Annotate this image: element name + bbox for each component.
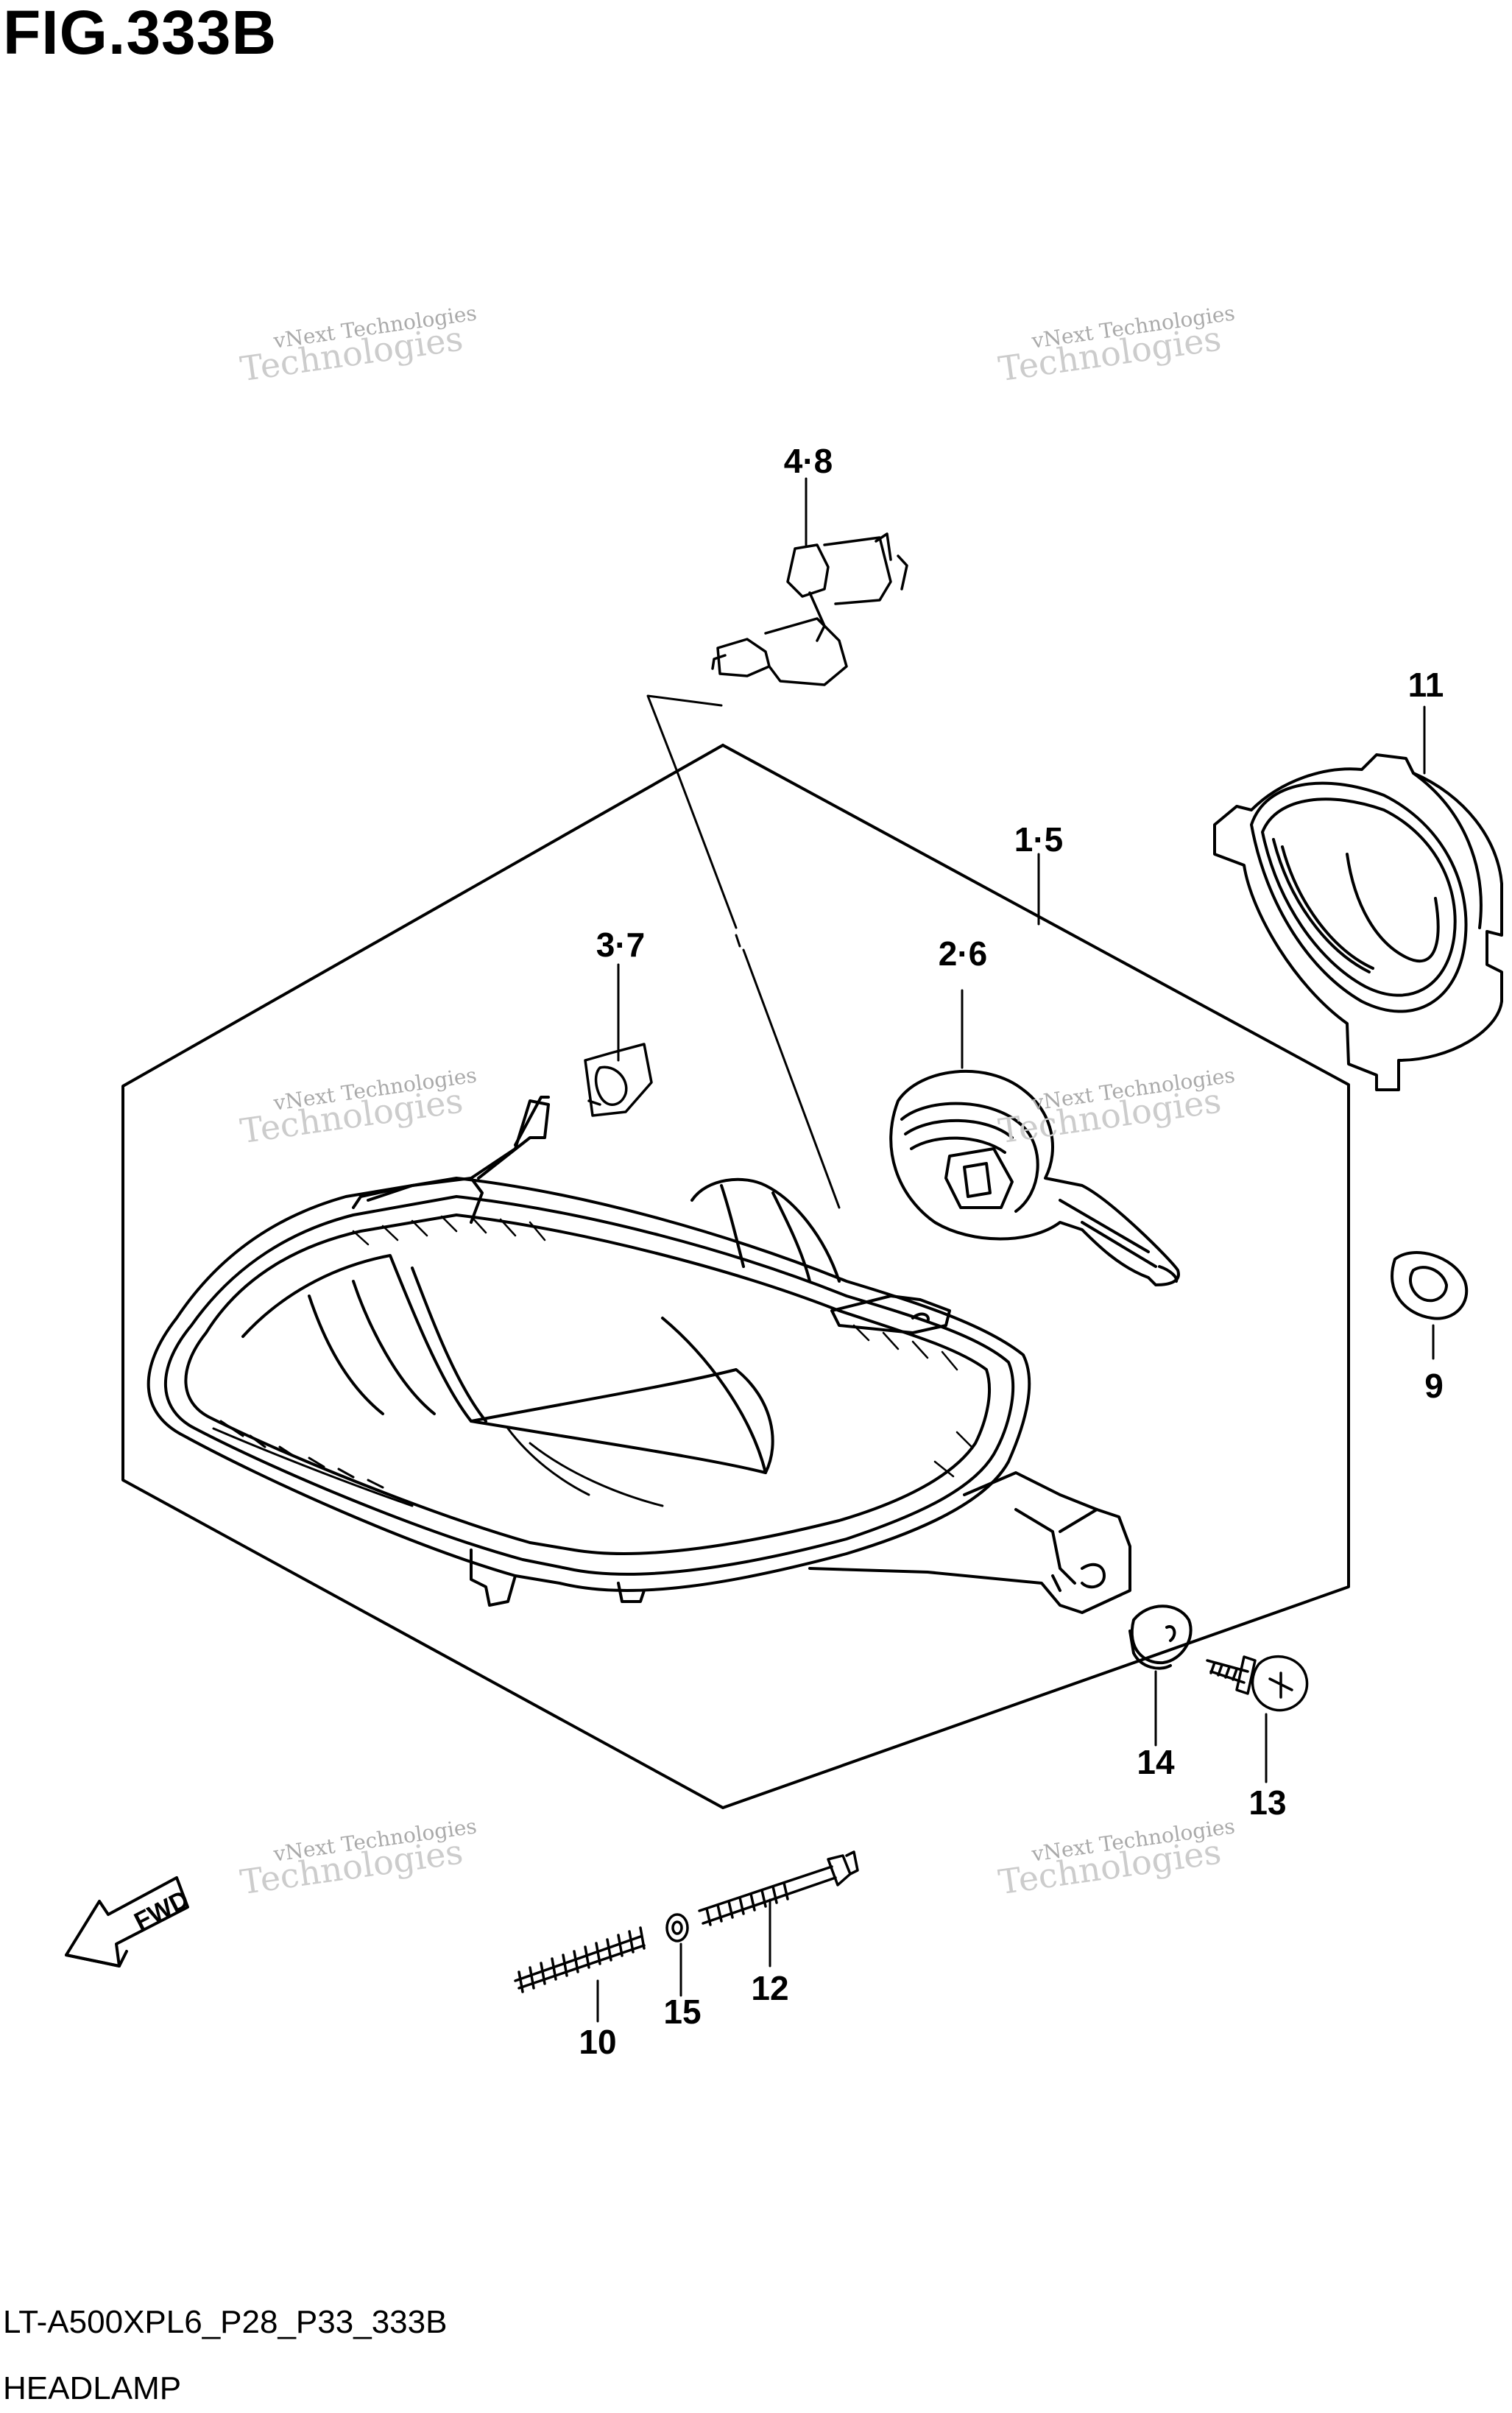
retaining-ring-part	[1213, 753, 1503, 1091]
screw-part	[1206, 1655, 1309, 1712]
callout-15: 15	[663, 1993, 702, 2031]
callout-1-5: 1·5	[1014, 820, 1064, 859]
grommet-part	[1391, 1251, 1469, 1320]
callout-9: 9	[1424, 1367, 1444, 1405]
headlamp-housing-part	[146, 1096, 1131, 1614]
bulb-leader	[646, 694, 723, 764]
adjusting-bolt-part	[698, 1850, 859, 1926]
bulb-part	[711, 532, 908, 686]
callout-12: 12	[751, 1969, 789, 2007]
diagram-code: LT-A500XPL6_P28_P33_333B	[3, 2304, 448, 2340]
callout-4-8: 4·8	[783, 442, 833, 480]
socket-part	[889, 1070, 1180, 1286]
callout-10: 10	[579, 2023, 617, 2061]
diagram-caption: HEADLAMP	[3, 2370, 182, 2406]
figure-title: FIG.333B	[3, 0, 278, 67]
nut-part	[1128, 1604, 1193, 1670]
callout-2-6: 2·6	[938, 934, 988, 973]
assembly-outline	[121, 744, 1350, 1809]
callout-14: 14	[1137, 1743, 1175, 1781]
washer-part	[665, 1913, 689, 1942]
callout-13: 13	[1248, 1783, 1287, 1822]
callout-3-7: 3·7	[596, 926, 646, 964]
clip-part	[584, 1043, 653, 1117]
fwd-arrow-icon	[65, 1876, 189, 1968]
spring-part	[514, 1926, 646, 1993]
bulb-dash-leader	[672, 761, 841, 1209]
callout-11: 11	[1407, 666, 1444, 704]
